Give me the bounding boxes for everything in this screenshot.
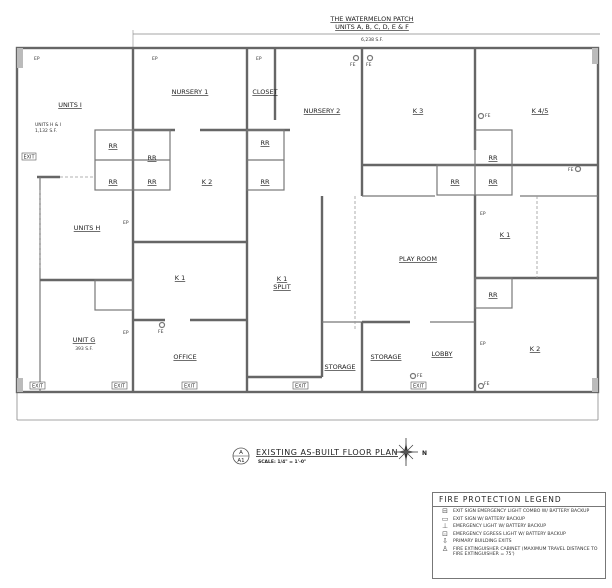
room-label: CLOSET: [252, 88, 277, 96]
legend-item: ▭EXIT SIGN W/ BATTERY BACKUP: [433, 515, 605, 523]
project-units: UNITS A, B, C, D, E & F: [335, 23, 409, 31]
sheet-ref: A1: [237, 458, 244, 464]
svg-text:FE: FE: [485, 113, 491, 119]
svg-text:RR: RR: [488, 178, 498, 186]
exit-signs: EXIT EXIT EXIT EXIT EXIT EXIT: [21, 152, 427, 390]
svg-text:RR: RR: [108, 178, 118, 186]
svg-text:EP: EP: [256, 56, 262, 62]
svg-text:FE: FE: [417, 373, 423, 379]
svg-text:RR: RR: [488, 154, 498, 162]
svg-text:RR: RR: [108, 142, 118, 150]
legend-item: ⊥EMERGENCY LIGHT W/ BATTERY BACKUP: [433, 522, 605, 530]
legend-item: ⊡EMERGENCY EGRESS LIGHT W/ BATTERY BACKU…: [433, 530, 605, 538]
legend-item: ♙FIRE EXTINGUISHER CABINET (MAXIMUM TRAV…: [433, 545, 605, 558]
svg-text:EP: EP: [480, 211, 486, 217]
room-label: STORAGE: [325, 363, 356, 371]
exit-sign-icon: ▭: [441, 514, 449, 523]
room-label: SPLIT: [273, 283, 291, 291]
room-label: STORAGE: [371, 353, 402, 361]
svg-text:RR: RR: [260, 178, 270, 186]
legend-item: ⇩PRIMARY BUILDING EXITS: [433, 537, 605, 545]
restroom-labels: RR RR RR RR RR RR RR RR RR RR: [108, 139, 498, 299]
arrow-down-icon: ⇩: [442, 537, 448, 545]
room-label: K 2: [530, 345, 540, 353]
room-label: K 4/5: [532, 107, 549, 115]
svg-text:EXIT: EXIT: [32, 384, 44, 390]
svg-text:RR: RR: [260, 139, 270, 147]
detail-ref: A: [239, 450, 243, 456]
egress-light-icon: ⊡: [442, 529, 448, 538]
total-area: 6,238 S.F.: [361, 37, 383, 43]
svg-text:FE: FE: [158, 329, 164, 335]
svg-text:EXIT: EXIT: [184, 384, 196, 390]
room-area: 1,132 S.F.: [35, 128, 57, 134]
room-label: UNIT G: [73, 336, 96, 344]
svg-text:RR: RR: [147, 154, 157, 162]
svg-text:FE: FE: [484, 381, 490, 387]
room-label: NURSERY 2: [304, 107, 341, 115]
room-label: NURSERY 1: [172, 88, 209, 96]
svg-text:EP: EP: [480, 341, 486, 347]
room-label: OFFICE: [173, 353, 196, 361]
svg-text:EXIT: EXIT: [295, 384, 307, 390]
legend-item: ⊟EXIT SIGN EMERGENCY LIGHT COMBO W/ BATT…: [433, 507, 605, 515]
svg-text:EXIT: EXIT: [114, 384, 126, 390]
svg-text:EP: EP: [123, 330, 129, 336]
north-arrow-icon: N: [394, 438, 427, 466]
svg-text:RR: RR: [488, 291, 498, 299]
room-label: K 3: [413, 107, 423, 115]
svg-text:EP: EP: [152, 56, 158, 62]
room-label: UNITS H & I: [35, 122, 61, 128]
interior-walls: [37, 48, 598, 392]
room-labels: UNITS I UNITS H & I 1,132 S.F. NURSERY 1…: [35, 88, 548, 371]
svg-text:FE: FE: [350, 62, 356, 68]
room-label: PLAY ROOM: [399, 255, 437, 263]
plan-title-block: A A1 EXISTING AS-BUILT FLOOR PLAN SCALE:…: [232, 438, 427, 466]
electrical-panels: EP EP EP EP EP EP EP: [34, 56, 486, 347]
fire-extinguisher-icon: ♙: [441, 544, 449, 553]
fire-extinguishers: FE FE FE FE FE FE FE: [158, 54, 582, 390]
fire-protection-legend: FIRE PROTECTION LEGEND ⊟EXIT SIGN EMERGE…: [432, 492, 606, 579]
plan-scale: SCALE: 1/4" = 1'-0": [258, 459, 306, 465]
emergency-light-icon: ⊥: [441, 522, 449, 530]
plan-title: EXISTING AS-BUILT FLOOR PLAN: [256, 448, 398, 457]
room-label: K 1: [500, 231, 510, 239]
room-label: UNITS H: [74, 224, 101, 232]
north-label: N: [422, 450, 427, 457]
exterior-walls: [15, 46, 600, 394]
room-label: K 2: [202, 178, 212, 186]
exit-emergency-combo-icon: ⊟: [442, 507, 448, 515]
svg-text:FE: FE: [568, 167, 574, 173]
room-label: LOBBY: [431, 350, 452, 358]
project-title: THE WATERMELON PATCH: [329, 15, 413, 23]
svg-text:RR: RR: [450, 178, 460, 186]
svg-text:EP: EP: [34, 56, 40, 62]
svg-text:EP: EP: [123, 220, 129, 226]
svg-text:FE: FE: [366, 62, 372, 68]
room-area: 393 S.F.: [75, 346, 93, 352]
svg-text:RR: RR: [147, 178, 157, 186]
room-label: K 1: [175, 274, 185, 282]
room-label: K 1: [277, 275, 287, 283]
svg-text:EXIT: EXIT: [413, 384, 425, 390]
svg-text:EXIT: EXIT: [23, 155, 35, 161]
legend-title: FIRE PROTECTION LEGEND: [433, 493, 605, 507]
site-boundary: [16, 392, 599, 421]
room-label: UNITS I: [58, 101, 82, 109]
